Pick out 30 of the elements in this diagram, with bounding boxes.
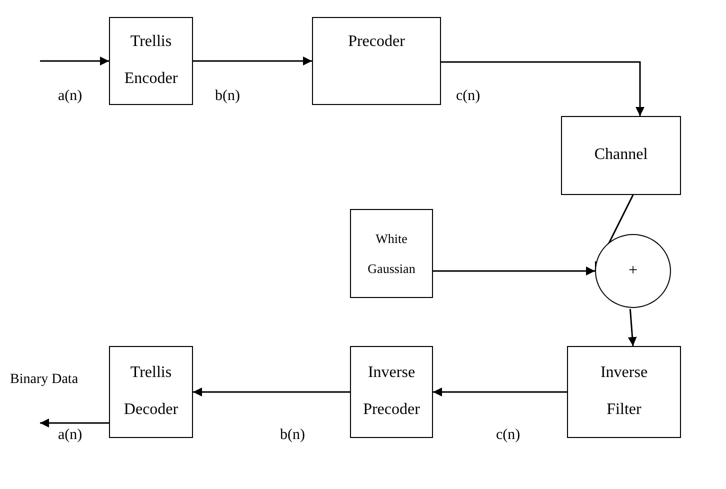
block-label: White Gaussian <box>366 230 416 278</box>
block-label: Precoder <box>348 32 405 52</box>
process-box <box>350 346 433 438</box>
arrow <box>40 418 109 428</box>
block-label: + <box>628 260 638 281</box>
process-box <box>312 17 441 105</box>
edge-label: c(n) <box>496 427 520 444</box>
filter-box <box>567 346 681 438</box>
edge-label: b(n) <box>280 427 305 444</box>
block-label: Inverse Precoder <box>362 363 421 420</box>
arrow <box>441 61 644 116</box>
block-label: Channel <box>594 145 648 166</box>
process-box <box>561 116 681 195</box>
edge-label: a(n) <box>58 427 82 444</box>
noise-source-box <box>350 209 433 298</box>
output-label: Binary Data <box>10 372 78 388</box>
arrow <box>433 266 595 276</box>
edge-label: a(n) <box>58 88 82 105</box>
encoder-box <box>109 17 193 105</box>
decoder-box <box>109 346 193 438</box>
block-label: Inverse Filter <box>599 363 649 420</box>
arrow <box>433 388 567 396</box>
edge-label: b(n) <box>215 88 240 105</box>
arrow <box>193 388 350 396</box>
block-label: Trellis Encoder <box>123 32 179 89</box>
arrow <box>193 56 312 66</box>
arrow <box>40 56 109 66</box>
arrow <box>628 308 637 346</box>
edge-label: c(n) <box>456 88 480 105</box>
block-label: Trellis Decoder <box>122 363 180 420</box>
